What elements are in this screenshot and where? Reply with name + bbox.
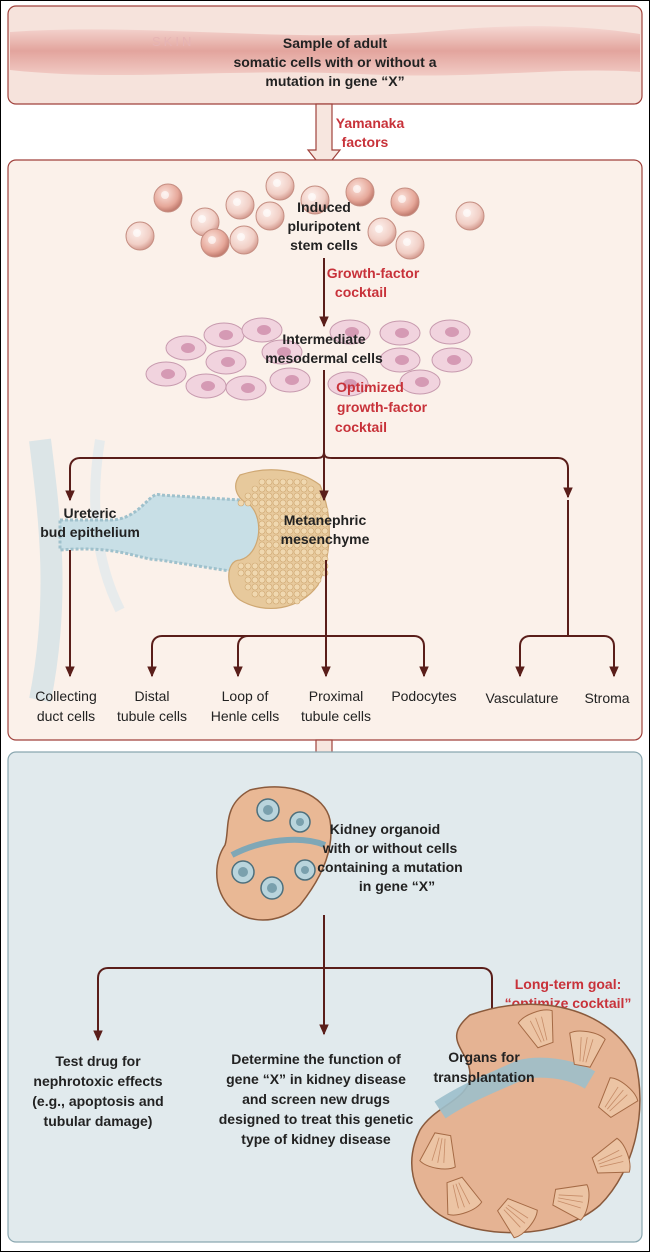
test-drug-line-3: (e.g., apoptosis and	[32, 1093, 163, 1109]
determine-line-5: type of kidney disease	[241, 1131, 391, 1147]
distal-line-1: Distal	[134, 688, 169, 704]
long-term-line-1: Long-term goal:	[515, 976, 622, 992]
kidney-organoid-illustration	[216, 786, 332, 921]
ipsc-cell	[367, 217, 397, 247]
mesodermal-cell	[145, 361, 187, 387]
mesodermal-cell	[203, 322, 245, 348]
renal-pyramid	[517, 1009, 554, 1049]
ipsc-cell	[345, 177, 375, 207]
mesodermal-cell	[431, 347, 473, 373]
renal-pyramid	[552, 1184, 590, 1221]
ipsc-line-3: stem cells	[290, 237, 358, 253]
renal-pyramid	[597, 1077, 639, 1119]
podocytes-label: Podocytes	[391, 688, 456, 704]
renal-pyramid	[591, 1137, 631, 1174]
test-drug-line-1: Test drug for	[55, 1053, 141, 1069]
yamanaka-line-2: factors	[342, 134, 389, 150]
ipsc-cell	[153, 183, 183, 213]
growth-factor-line-1: Growth-factor	[327, 265, 420, 281]
ipsc-cell	[200, 228, 230, 258]
renal-pyramids	[419, 1009, 639, 1239]
determine-line-2: gene “X” in kidney disease	[226, 1071, 406, 1087]
loop-line-1: Loop of	[222, 688, 269, 704]
metanephric-mesenchyme	[228, 469, 330, 609]
ipsc-cell	[255, 201, 285, 231]
renal-pyramid	[419, 1132, 456, 1170]
skin-band	[10, 26, 640, 76]
renal-pyramid	[496, 1197, 538, 1239]
ipsc-cell	[225, 190, 255, 220]
organoid-line-4: in gene “X”	[359, 878, 435, 894]
proximal-line-1: Proximal	[309, 688, 363, 704]
mesodermal-cell-cluster	[145, 317, 473, 401]
collecting-line-2: duct cells	[37, 708, 95, 724]
skin-sample-panel: SKIN Sample of adult somatic cells with …	[7, 5, 643, 105]
transplant-kidney-illustration	[411, 1003, 641, 1239]
ureteric-line-1: Ureteric	[64, 505, 117, 521]
organoid-line-1: Kidney organoid	[330, 821, 440, 837]
loop-line-2: Henle cells	[211, 708, 279, 724]
mesodermal-cell	[185, 373, 227, 399]
optimized-line-3: cocktail	[335, 419, 387, 435]
test-drug-line-4: tubular damage)	[44, 1113, 153, 1129]
sample-line-1: Sample of adult	[283, 35, 388, 51]
proximal-line-2: tubule cells	[301, 708, 371, 724]
determine-line-1: Determine the function of	[231, 1051, 401, 1067]
skin-label: SKIN	[152, 34, 194, 49]
mesodermal-cell	[329, 319, 371, 345]
mesodermal-cell	[205, 349, 247, 375]
mesenchyme-texture	[237, 478, 329, 605]
growth-factor-line-2: cocktail	[335, 284, 387, 300]
mesodermal-cell	[429, 319, 471, 345]
organoid-line-3: containing a mutation	[317, 859, 462, 875]
vasculature-label: Vasculature	[486, 690, 559, 706]
mesodermal-cell	[327, 371, 369, 397]
renal-pyramid	[569, 1030, 606, 1068]
mesodermal-cell	[399, 369, 441, 395]
mesodermal-cell	[379, 347, 421, 373]
collecting-line-1: Collecting	[35, 688, 96, 704]
outcome-arrows	[93, 915, 497, 1042]
mesodermal-cell	[261, 339, 303, 365]
renal-pyramid	[446, 1176, 483, 1216]
organs-line-1: Organs for	[448, 1049, 520, 1065]
ipsc-cell-cluster	[125, 171, 485, 260]
mesodermal-cell	[225, 375, 267, 401]
optimized-line-1: Optimized	[336, 379, 404, 395]
mesodermal-cell	[165, 335, 207, 361]
organoid-line-2: with or without cells	[322, 840, 458, 856]
mesodermal-cell	[241, 317, 283, 343]
metanephric-line-2: mesenchyme	[281, 531, 370, 547]
mesodermal-cell	[379, 320, 421, 346]
sample-line-2: somatic cells with or without a	[233, 54, 436, 70]
sample-line-3: mutation in gene “X”	[265, 73, 404, 89]
organs-line-2: transplantation	[433, 1069, 534, 1085]
branch-arrows	[65, 451, 619, 678]
determine-line-4: designed to treat this genetic	[219, 1111, 414, 1127]
ipsc-line-1: Induced	[297, 199, 351, 215]
metanephric-line-1: Metanephric	[284, 512, 367, 528]
ipsc-cell	[125, 221, 155, 251]
yamanaka-line-1: Yamanaka	[336, 115, 405, 131]
ipsc-cell	[395, 230, 425, 260]
ipsc-line-2: pluripotent	[287, 218, 360, 234]
intermediate-line-2: mesodermal cells	[265, 350, 383, 366]
test-drug-line-2: nephrotoxic effects	[33, 1073, 162, 1089]
ipsc-cell	[300, 185, 330, 215]
ipsc-cell	[455, 201, 485, 231]
stroma-label: Stroma	[584, 690, 629, 706]
ipsc-cell	[265, 171, 295, 201]
determine-line-3: and screen new drugs	[242, 1091, 390, 1107]
ipsc-cell	[229, 225, 259, 255]
ipsc-cell	[390, 187, 420, 217]
intermediate-line-1: Intermediate	[282, 331, 365, 347]
optimized-line-2: growth-factor	[337, 399, 428, 415]
distal-line-2: tubule cells	[117, 708, 187, 724]
mesodermal-cell	[269, 367, 311, 393]
ureteric-line-2: bud epithelium	[40, 524, 140, 540]
